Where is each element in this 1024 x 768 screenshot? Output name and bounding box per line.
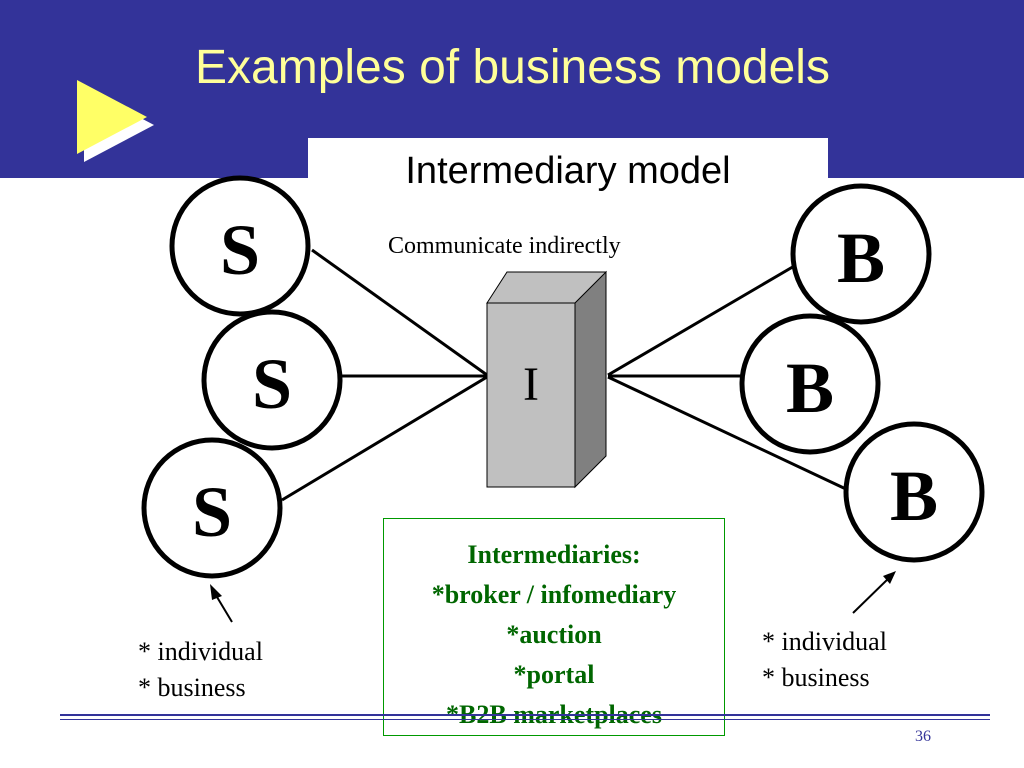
seller-label: S xyxy=(192,472,232,552)
right-notes: * individual * business xyxy=(762,624,887,696)
footer-divider xyxy=(60,719,990,720)
connector-line xyxy=(607,263,797,377)
intermediary-item: *broker / infomediary xyxy=(431,580,677,609)
intermediaries-heading: Intermediaries: xyxy=(467,540,641,569)
buyer-label: B xyxy=(786,348,834,428)
buyer-label: B xyxy=(837,218,885,298)
buyer-node: B xyxy=(843,421,985,563)
buyer-node: B xyxy=(739,313,881,455)
intermediary-item: *auction xyxy=(506,620,602,649)
buyer-label: B xyxy=(890,456,938,536)
page-number: 36 xyxy=(915,728,931,745)
connector-line xyxy=(311,248,488,377)
slide-title: Examples of business models xyxy=(195,41,830,94)
seller-node: S xyxy=(141,437,283,579)
connector-line xyxy=(607,375,849,492)
intermediary-item: *portal xyxy=(513,660,595,689)
play-arrow-icon xyxy=(68,70,168,170)
right-pointer-arrow xyxy=(852,571,896,614)
connector-line xyxy=(281,375,488,502)
note-item: * business xyxy=(138,673,246,702)
slide-subtitle: Intermediary model xyxy=(405,150,731,192)
footer-divider xyxy=(60,714,990,716)
note-item: * individual xyxy=(762,627,887,656)
subtitle-box: Intermediary model xyxy=(308,138,828,200)
intermediary-box: I xyxy=(486,270,607,489)
seller-label: S xyxy=(220,210,260,290)
intermediary-label: I xyxy=(523,358,539,411)
left-notes: * individual * business xyxy=(138,634,263,706)
note-item: * individual xyxy=(138,637,263,666)
seller-node: S xyxy=(201,309,343,451)
seller-node: S xyxy=(169,175,311,317)
communicate-label: Communicate indirectly xyxy=(388,233,621,259)
buyer-node: B xyxy=(790,183,932,325)
left-pointer-arrow xyxy=(210,584,233,623)
intermediaries-box: Intermediaries: *broker / infomediary *a… xyxy=(383,518,725,736)
note-item: * business xyxy=(762,663,870,692)
seller-label: S xyxy=(252,344,292,424)
